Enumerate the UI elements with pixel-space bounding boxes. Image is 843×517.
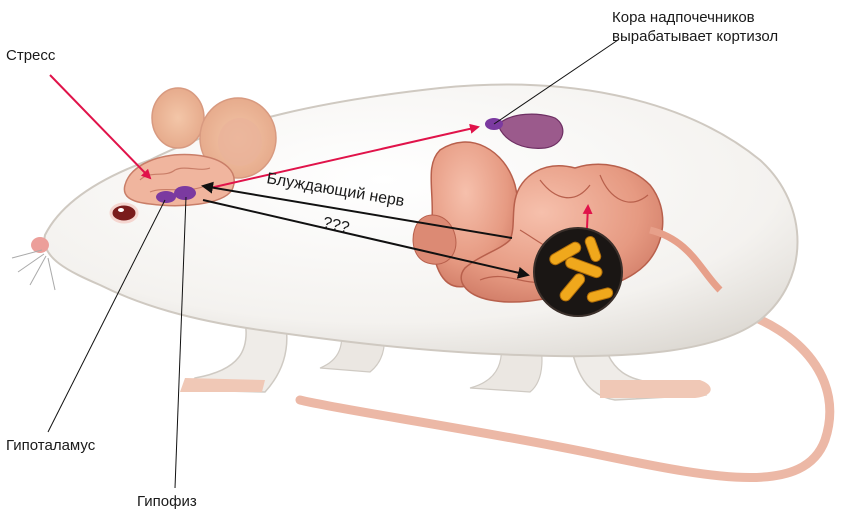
stress-arrow — [50, 75, 150, 178]
rat-hind-paw — [600, 380, 711, 398]
pituitary-label: Гипофиз — [137, 492, 197, 511]
rat-front-paw — [180, 378, 265, 392]
adrenal-label-line-2: вырабатывает кортизол — [612, 27, 778, 46]
rat-whiskers — [12, 250, 55, 290]
stress-label: Стресс — [6, 46, 55, 65]
rat-ear-back — [152, 88, 204, 148]
rat-eye — [111, 204, 137, 222]
bacteria-circle — [534, 228, 622, 316]
hypothalamus-label: Гипоталамус — [6, 436, 95, 455]
adrenal-cortex-label: Кора надпочечников вырабатывает кортизол — [612, 8, 778, 46]
pituitary-gland — [174, 186, 196, 200]
hypothalamus-gland — [156, 191, 176, 203]
adrenal-label-line-1: Кора надпочечников — [612, 8, 778, 27]
